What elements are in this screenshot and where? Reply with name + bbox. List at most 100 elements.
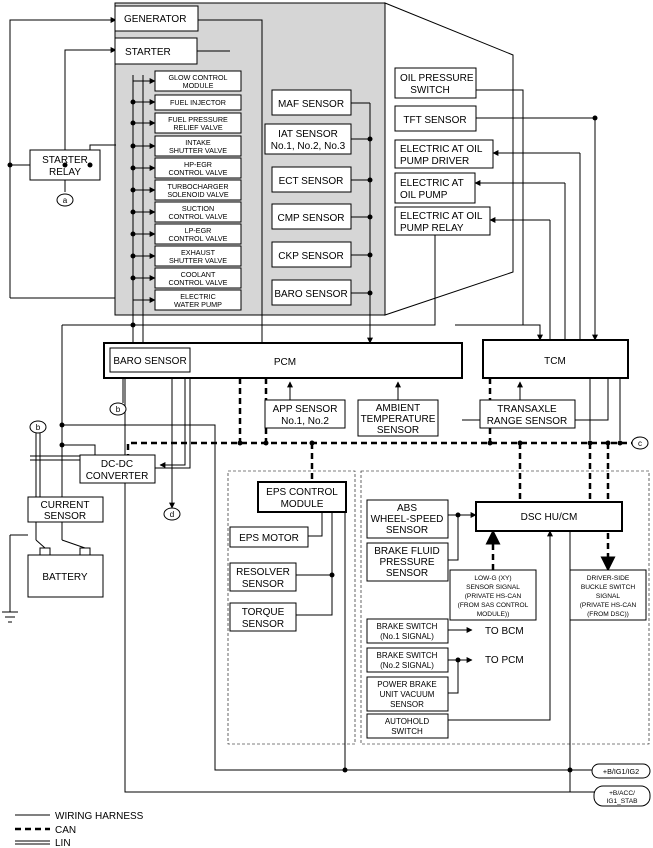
svg-text:SENSOR: SENSOR (386, 568, 428, 579)
svg-text:CONTROL VALVE: CONTROL VALVE (169, 278, 228, 287)
iat-sensor[interactable]: IAT SENSOR No.1, No.2, No.3 (264, 123, 352, 155)
ckp-sensor[interactable]: CKP SENSOR (271, 241, 352, 268)
connector-a: a (56, 193, 74, 207)
svg-text:SWITCH: SWITCH (410, 85, 449, 96)
svg-text:EXHAUST: EXHAUST (181, 248, 216, 257)
svg-text:d: d (170, 510, 174, 519)
power-brake-vacuum-sensor[interactable]: POWER BRAKE UNIT VACUUM SENSOR (366, 676, 449, 712)
svg-text:BRAKE SWITCH: BRAKE SWITCH (377, 622, 438, 631)
svg-text:SUCTION: SUCTION (182, 204, 214, 213)
fuel-injector[interactable]: FUEL INJECTOR (154, 94, 242, 111)
current-sensor[interactable]: CURRENT SENSOR (27, 496, 104, 523)
svg-text:MODULE)): MODULE)) (477, 611, 510, 618)
starter[interactable]: STARTER (114, 37, 198, 65)
intake-shutter-valve[interactable]: INTAKE SHUTTER VALVE (154, 135, 242, 157)
turbocharger-solenoid-valve[interactable]: TURBOCHARGER SOLENOID VALVE (154, 179, 242, 201)
svg-text:COOLANT: COOLANT (181, 270, 216, 279)
ect-sensor[interactable]: ECT SENSOR (271, 166, 352, 193)
svg-text:DRIVER-SIDE: DRIVER-SIDE (587, 575, 630, 582)
to-pcm-label: TO PCM (485, 655, 524, 666)
legend-lin: LIN (55, 838, 71, 848)
svg-text:TCM: TCM (544, 356, 566, 367)
eps-motor[interactable]: EPS MOTOR (229, 526, 309, 548)
svg-text:FUEL INJECTOR: FUEL INJECTOR (170, 98, 226, 107)
brake-switch-2[interactable]: BRAKE SWITCH (No.2 SIGNAL) (366, 647, 449, 673)
svg-text:RELIEF VALVE: RELIEF VALVE (173, 123, 222, 132)
driver-side-buckle-switch-signal[interactable]: DRIVER-SIDE BUCKLE SWITCH SIGNAL (PRIVAT… (569, 569, 647, 621)
dsc-hu-cm[interactable]: DSC HU/CM (475, 501, 623, 532)
svg-text:PUMP RELAY: PUMP RELAY (400, 223, 464, 234)
sensor-connectors (351, 102, 370, 294)
torque-sensor[interactable]: TORQUE SENSOR (229, 602, 297, 632)
electric-water-pump[interactable]: ELECTRIC WATER PUMP (154, 289, 242, 311)
generator-label: GENERATOR (124, 14, 186, 25)
dc-dc-converter[interactable]: DC-DC CONVERTER (79, 454, 156, 484)
suction-control-valve[interactable]: SUCTION CONTROL VALVE (154, 201, 242, 223)
cmp-sensor[interactable]: CMP SENSOR (271, 203, 352, 230)
oil-pump-relay[interactable]: ELECTRIC AT OIL PUMP RELAY (394, 206, 491, 236)
svg-text:SENSOR: SENSOR (242, 619, 284, 630)
svg-text:SIGNAL: SIGNAL (596, 593, 621, 600)
oil-pump-driver[interactable]: ELECTRIC AT OIL PUMP DRIVER (394, 139, 494, 169)
svg-text:SHUTTER VALVE: SHUTTER VALVE (169, 146, 227, 155)
svg-text:SENSOR: SENSOR (242, 579, 284, 590)
actuator-list: GLOW CONTROL MODULE FUEL INJECTOR FUEL P… (154, 70, 242, 311)
lin-lines (30, 455, 80, 461)
svg-text:FUEL PRESSURE: FUEL PRESSURE (168, 115, 228, 124)
svg-text:SENSOR: SENSOR (377, 425, 419, 436)
svg-text:AMBIENT: AMBIENT (376, 403, 420, 414)
oil-pressure-switch[interactable]: OIL PRESSURE SWITCH (394, 67, 477, 99)
tft-sensor[interactable]: TFT SENSOR (394, 105, 477, 132)
power-acc-ig1-stab: +B/ACC/ IG1_STAB (593, 785, 651, 807)
tcm-module[interactable]: TCM (482, 339, 629, 379)
svg-text:SENSOR: SENSOR (44, 511, 86, 522)
svg-text:IG1_STAB: IG1_STAB (606, 798, 638, 805)
transaxle-range-sensor[interactable]: TRANSAXLE RANGE SENSOR (479, 399, 576, 429)
brake-switch-1[interactable]: BRAKE SWITCH (No.1 SIGNAL) (366, 618, 449, 644)
pcm-baro-sensor[interactable]: BARO SENSOR (109, 347, 191, 373)
connector-b-pcm: b (109, 402, 127, 416)
svg-text:(No.1 SIGNAL): (No.1 SIGNAL) (380, 632, 434, 641)
svg-text:RELAY: RELAY (49, 167, 81, 178)
connector-b: b (29, 420, 47, 434)
svg-text:PCM: PCM (274, 357, 296, 368)
exhaust-shutter-valve[interactable]: EXHAUST SHUTTER VALVE (154, 245, 242, 267)
svg-text:BRAKE FLUID: BRAKE FLUID (374, 546, 440, 557)
abs-wheel-speed-sensor[interactable]: ABS WHEEL-SPEED SENSOR (366, 499, 449, 539)
legend-wiring: WIRING HARNESS (55, 811, 144, 822)
svg-text:BATTERY: BATTERY (42, 572, 88, 583)
eps-control-module[interactable]: EPS CONTROL MODULE (257, 481, 347, 513)
svg-text:RESOLVER: RESOLVER (236, 567, 290, 578)
svg-text:MAF SENSOR: MAF SENSOR (278, 99, 344, 110)
svg-text:WATER PUMP: WATER PUMP (174, 300, 222, 309)
ambient-temperature-sensor[interactable]: AMBIENT TEMPERATURE SENSOR (357, 399, 439, 437)
svg-text:BRAKE SWITCH: BRAKE SWITCH (377, 651, 438, 660)
hp-egr-control-valve[interactable]: HP-EGR CONTROL VALVE (154, 157, 242, 179)
svg-text:BARO SENSOR: BARO SENSOR (274, 289, 347, 300)
svg-text:BUCKLE SWITCH: BUCKLE SWITCH (581, 584, 635, 591)
app-sensor[interactable]: APP SENSOR No.1, No.2 (264, 399, 346, 429)
baro-sensor[interactable]: BARO SENSOR (271, 279, 352, 306)
svg-text:BARO SENSOR: BARO SENSOR (113, 356, 186, 367)
junction-dots (7, 99, 623, 773)
resolver-sensor[interactable]: RESOLVER SENSOR (229, 562, 297, 592)
svg-text:SENSOR SIGNAL: SENSOR SIGNAL (466, 584, 520, 591)
lp-egr-control-valve[interactable]: LP-EGR CONTROL VALVE (154, 223, 242, 245)
autohold-switch[interactable]: AUTOHOLD SWITCH (366, 713, 449, 739)
battery[interactable]: BATTERY (27, 547, 104, 598)
low-g-sensor-signal[interactable]: LOW-G (XY) SENSOR SIGNAL (PRIVATE HS-CAN… (449, 569, 537, 621)
coolant-control-valve[interactable]: COOLANT CONTROL VALVE (154, 267, 242, 289)
svg-text:ABS: ABS (397, 503, 417, 514)
maf-sensor[interactable]: MAF SENSOR (271, 89, 352, 116)
svg-text:EPS MOTOR: EPS MOTOR (239, 533, 299, 544)
svg-text:CONTROL VALVE: CONTROL VALVE (169, 234, 228, 243)
svg-text:CONVERTER: CONVERTER (86, 471, 149, 482)
electric-oil-pump[interactable]: ELECTRIC AT OIL PUMP (394, 172, 476, 204)
fuel-pressure-relief-valve[interactable]: FUEL PRESSURE RELIEF VALVE (154, 112, 242, 134)
glow-control-module[interactable]: GLOW CONTROL MODULE (154, 70, 242, 92)
brake-fluid-pressure-sensor[interactable]: BRAKE FLUID PRESSURE SENSOR (366, 542, 449, 582)
svg-text:PRESSURE: PRESSURE (379, 557, 434, 568)
dsc-group (360, 470, 650, 745)
svg-text:HP-EGR: HP-EGR (184, 160, 212, 169)
generator[interactable]: GENERATOR (114, 5, 199, 32)
